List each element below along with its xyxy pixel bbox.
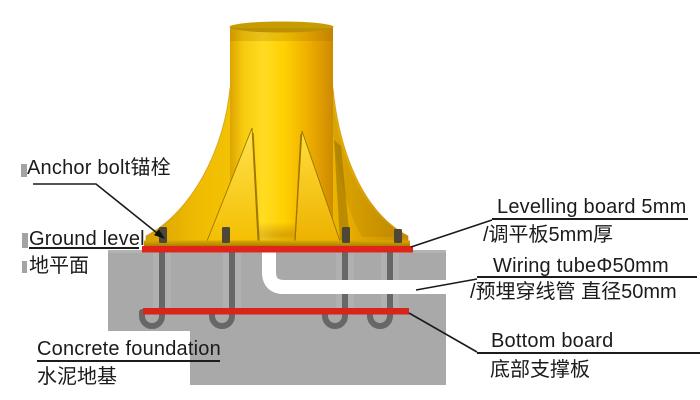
levelling-board-leader <box>410 219 493 248</box>
label-levelling-board-zh: /调平板5mm厚 <box>483 224 613 246</box>
label-concrete-foundation-en: Concrete foundation <box>37 338 221 362</box>
anchor-bolt-1 <box>139 249 165 329</box>
label-bottom-board-zh: 底部支撑板 <box>490 359 590 381</box>
tick-mark <box>21 164 27 177</box>
tick-mark <box>22 261 27 273</box>
tick-mark <box>22 233 28 248</box>
wiring-tube <box>262 246 455 294</box>
label-bottom-board-en: Bottom board <box>477 331 700 354</box>
anchor-bolt-leader <box>33 183 158 234</box>
leader-lines <box>33 183 493 353</box>
bottom-board-line <box>143 308 409 315</box>
anchor-bolt-arrowhead <box>154 229 165 239</box>
bottom-board-leader <box>408 312 478 353</box>
column-top-rim <box>229 21 334 33</box>
wiring-tube-leader <box>415 278 478 291</box>
anchor-bolts <box>139 249 393 329</box>
label-concrete-foundation-zh: 水泥地基 <box>37 366 117 388</box>
label-ground-level-en: Ground level <box>29 228 145 250</box>
label-wiring-tube-en: Wiring tubeΦ50mm <box>477 256 697 278</box>
gusset-plates <box>206 127 350 242</box>
label-levelling-board-en: Levelling board 5mm <box>492 197 688 220</box>
anchor-bolt-4 <box>367 249 393 329</box>
label-ground-level-zh: 地平面 <box>29 255 89 277</box>
anchor-bolt-3 <box>322 249 348 329</box>
levelling-board-line <box>142 246 413 253</box>
base-plate <box>144 240 410 247</box>
anchor-bolt-tops <box>159 227 402 243</box>
label-anchor-bolt: Anchor bolt锚栓 <box>27 157 171 179</box>
anchor-bolt-2 <box>209 249 235 329</box>
label-wiring-tube-zh: /预埋穿线管 直径50mm <box>470 281 677 303</box>
